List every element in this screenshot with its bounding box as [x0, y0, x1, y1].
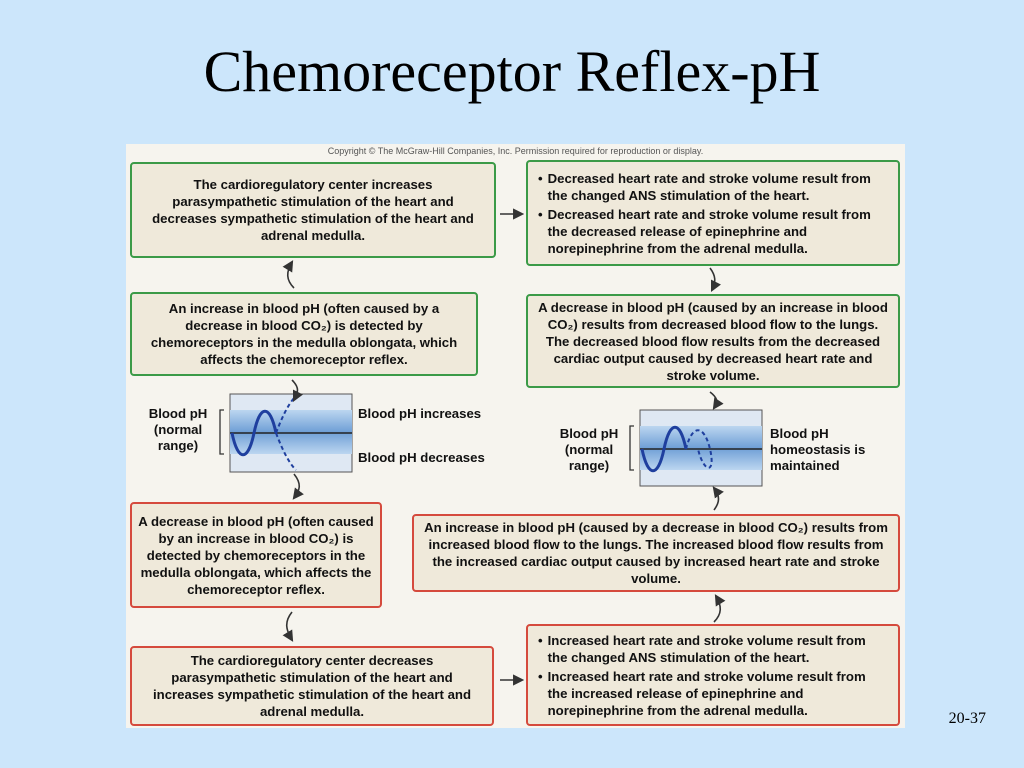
- page-number: 20-37: [948, 710, 986, 727]
- list-item: • Increased heart rate and stroke volume…: [538, 632, 888, 666]
- decrease-result-text: A decrease in blood pH (caused by an inc…: [538, 299, 888, 383]
- left-graph-label: Blood pH (normal range): [148, 406, 208, 453]
- bullet-text: Decreased heart rate and stroke volume r…: [547, 206, 871, 256]
- decrease-detected-box: A decrease in blood pH (often caused by …: [130, 502, 382, 608]
- arrow-down-left-bottom: [282, 611, 294, 642]
- decreased-output-box: • Decreased heart rate and stroke volume…: [526, 160, 900, 266]
- cardioregulatory-decrease-box: The cardioregulatory center decreases pa…: [130, 646, 494, 726]
- arrow-left-graph-up: [291, 379, 304, 403]
- ph-increases-label: Blood pH increases: [358, 406, 482, 421]
- arrow-up-left-top: [282, 260, 295, 289]
- arrow-down-right-top: [709, 267, 722, 293]
- bullet-icon: •: [538, 170, 543, 186]
- cardioregulatory-increase-box: The cardioregulatory center increases pa…: [130, 162, 496, 258]
- list-item: • Decreased heart rate and stroke volume…: [538, 170, 888, 204]
- bullet-icon: •: [538, 206, 543, 222]
- increase-result-box: An increase in blood pH (caused by a dec…: [412, 514, 900, 592]
- right-ph-graph: [629, 409, 763, 487]
- decrease-result-box: A decrease in blood pH (caused by an inc…: [526, 294, 900, 388]
- list-item: • Decreased heart rate and stroke volume…: [538, 206, 888, 257]
- increase-detected-text: An increase in blood pH (often caused by…: [150, 301, 458, 367]
- bullet-icon: •: [538, 632, 543, 648]
- increase-result-text: An increase in blood pH (caused by a dec…: [424, 520, 888, 586]
- homeostasis-label: Blood pH homeostasis is maintained: [770, 426, 866, 473]
- decrease-detected-text: A decrease in blood pH (often caused by …: [138, 513, 374, 597]
- left-ph-graph: [219, 393, 353, 473]
- cardioregulatory-increase-text: The cardioregulatory center increases pa…: [152, 177, 474, 243]
- arrow-from-increase-result: [712, 486, 724, 511]
- increased-output-box: • Increased heart rate and stroke volume…: [526, 624, 900, 726]
- slide-title: Chemoreceptor Reflex-pH: [203, 39, 821, 104]
- bullet-icon: •: [538, 668, 543, 684]
- arrow-left-graph-down: [292, 473, 304, 500]
- arrow-to-right-graph: [709, 391, 724, 410]
- increase-detected-box: An increase in blood pH (often caused by…: [130, 292, 478, 376]
- diagram-graphics: [219, 208, 763, 686]
- figure-panel: Copyright © The McGraw-Hill Companies, I…: [126, 144, 905, 728]
- ph-decreases-label: Blood pH decreases: [358, 450, 485, 465]
- list-item: • Increased heart rate and stroke volume…: [538, 668, 888, 719]
- bullet-text: Increased heart rate and stroke volume r…: [547, 668, 866, 718]
- bullet-text: Increased heart rate and stroke volume r…: [547, 632, 866, 665]
- right-graph-label: Blood pH (normal range): [559, 426, 619, 473]
- cardioregulatory-decrease-text: The cardioregulatory center decreases pa…: [152, 653, 472, 719]
- copyright-notice: Copyright © The McGraw-Hill Companies, I…: [327, 146, 704, 156]
- arrow-up-right-bottom: [713, 594, 726, 623]
- bullet-text: Decreased heart rate and stroke volume r…: [547, 170, 871, 203]
